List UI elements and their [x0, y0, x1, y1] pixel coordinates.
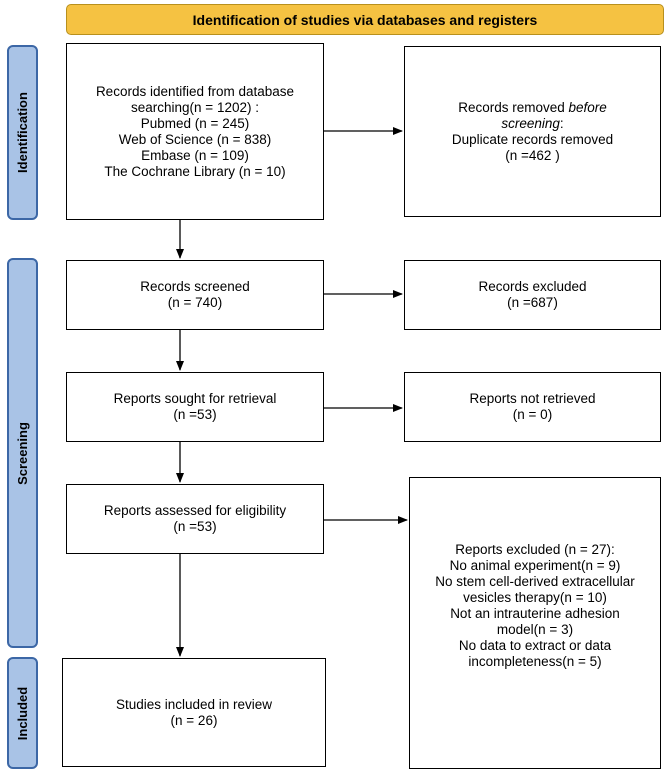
reports-excluded-line7: No data to extract or data	[458, 638, 612, 653]
reports-not-retrieved-box: Reports not retrieved (n = 0)	[404, 372, 661, 442]
reports-excluded-line4: vesicles therapy(n = 10)	[463, 590, 607, 605]
records-identified-line3: Pubmed (n = 245)	[140, 115, 250, 131]
reports-excluded-line3: No stem cell-derived extracellular	[435, 574, 635, 589]
records-screened-box: Records screened (n = 740)	[66, 260, 324, 330]
reports-excluded-line6: model(n = 3)	[496, 622, 574, 637]
reports-sought-box: Reports sought for retrieval (n =53)	[66, 372, 324, 442]
records-excluded-line1: Records excluded	[478, 279, 587, 294]
reports-excluded-line8: incompleteness(n = 5)	[468, 654, 602, 669]
reports-not-retrieved-line2: (n = 0)	[512, 407, 553, 422]
records-identified-line4: Web of Science (n = 838)	[118, 131, 272, 147]
records-removed-line4: (n =462 )	[505, 147, 560, 163]
reports-excluded-line5: Not an intrauterine adhesion	[450, 606, 620, 621]
reports-assessed-line1: Reports assessed for eligibility	[103, 503, 287, 518]
records-identified-line2: searching(n = 1202) :	[131, 99, 259, 115]
reports-sought-line1: Reports sought for retrieval	[113, 391, 277, 406]
records-removed-line3: Duplicate records removed	[451, 131, 614, 147]
studies-included-box: Studies included in review (n = 26)	[62, 658, 326, 767]
phase-included: Included	[7, 657, 38, 769]
reports-assessed-line2: (n =53)	[173, 519, 217, 534]
records-removed-line1: Records removed before	[458, 100, 607, 116]
reports-assessed-box: Reports assessed for eligibility (n =53)	[66, 484, 324, 554]
records-removed-line2a: screening	[501, 115, 560, 131]
records-removed-line1b: before	[568, 99, 607, 115]
reports-excluded-box: Reports excluded (n = 27): No animal exp…	[409, 477, 661, 769]
records-excluded-box: Records excluded (n =687)	[404, 260, 661, 330]
records-screened-line1: Records screened	[140, 279, 250, 294]
records-removed-line1a: Records removed	[458, 99, 569, 115]
records-identified-line1: Records identified from database	[95, 83, 295, 99]
records-removed-line2b: :	[559, 115, 564, 131]
studies-included-line1: Studies included in review	[115, 696, 273, 712]
reports-sought-line2: (n =53)	[173, 407, 217, 422]
phase-identification: Identification	[7, 45, 38, 220]
header-title: Identification of studies via databases …	[192, 11, 538, 28]
reports-not-retrieved-line1: Reports not retrieved	[469, 391, 596, 406]
phase-screening: Screening	[7, 258, 38, 648]
records-removed-line2: screening:	[501, 116, 563, 132]
records-screened-line2: (n = 740)	[167, 295, 223, 310]
records-excluded-line2: (n =687)	[507, 295, 558, 310]
records-identified-line5: Embase (n = 109)	[141, 147, 249, 163]
records-identified-box: Records identified from database searchi…	[66, 43, 324, 220]
records-identified-line6: The Cochrane Library (n = 10)	[104, 163, 286, 179]
studies-included-line2: (n = 26)	[170, 712, 218, 728]
reports-excluded-line1: Reports excluded (n = 27):	[455, 542, 615, 557]
records-removed-box: Records removed before screening: Duplic…	[404, 46, 661, 217]
reports-excluded-line2: No animal experiment(n = 9)	[449, 558, 621, 573]
header-banner: Identification of studies via databases …	[66, 4, 664, 35]
